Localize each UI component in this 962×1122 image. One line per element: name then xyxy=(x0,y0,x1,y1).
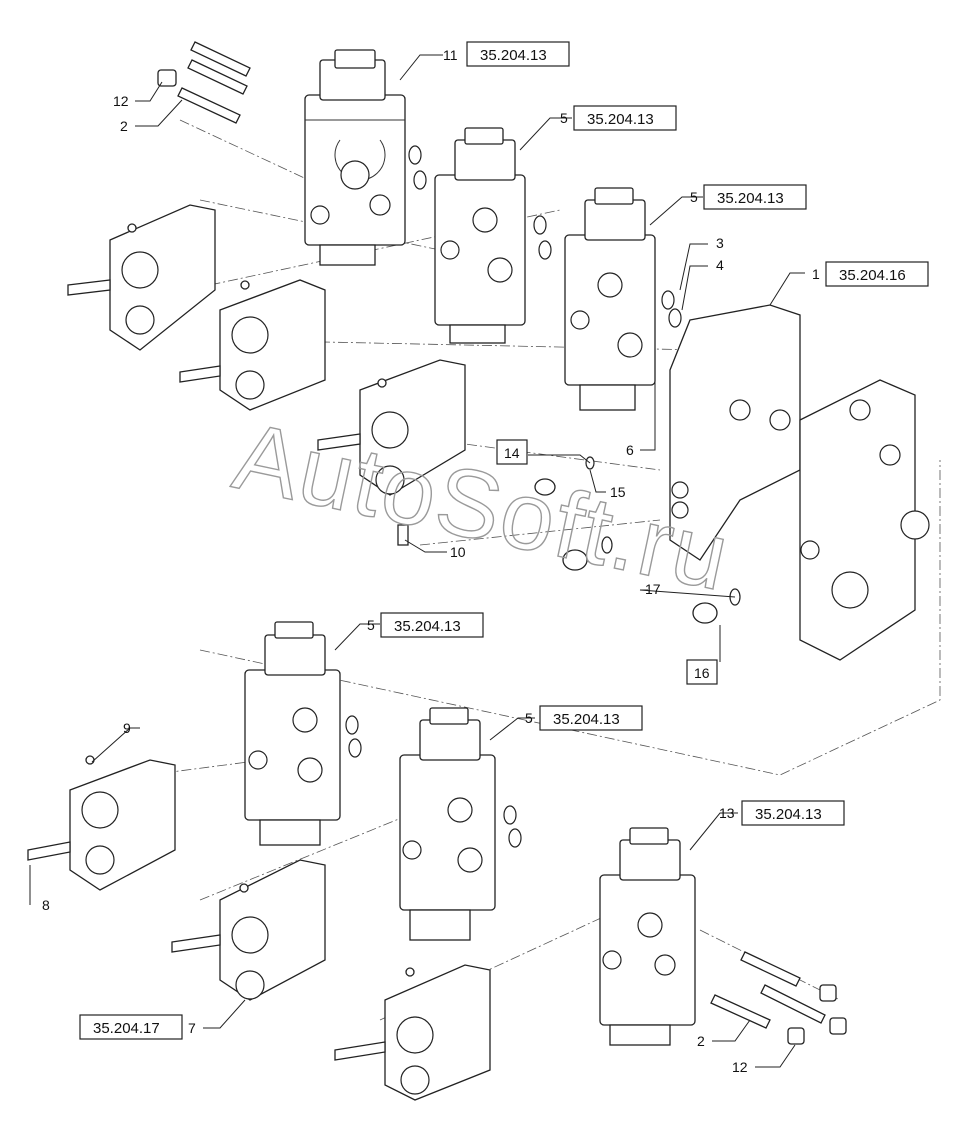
callout-11: 11 35.204.13 xyxy=(443,41,570,67)
callout-1-number: 1 xyxy=(812,266,820,282)
callout-5b: 5 35.204.13 xyxy=(690,184,807,210)
end-cover-lower-middle xyxy=(171,859,326,1001)
end-cover-upper-left xyxy=(67,204,216,351)
callout-5c-number: 5 xyxy=(367,617,375,633)
item-9: 9 xyxy=(123,720,131,736)
callout-13-number: 13 xyxy=(719,805,735,821)
callout-7: 35.204.17 7 xyxy=(79,1014,196,1040)
callout-5a: 5 35.204.13 xyxy=(560,105,677,131)
item-2-top: 2 xyxy=(120,118,128,134)
valve-section-5d xyxy=(399,707,522,941)
callout-5c: 5 35.204.13 xyxy=(367,612,484,638)
tie-rods-top xyxy=(157,41,251,124)
callout-13: 13 35.204.13 xyxy=(719,800,845,826)
callout-11-number: 11 xyxy=(443,47,458,63)
item-16: 16 xyxy=(686,659,718,685)
callout-1: 1 35.204.16 xyxy=(812,261,929,287)
callout-5d: 5 35.204.13 xyxy=(525,705,643,731)
callout-13-ref[interactable]: 35.204.13 xyxy=(755,806,822,823)
item-14-label: 14 xyxy=(504,445,520,461)
inlet-body-1 xyxy=(669,304,930,661)
item-14: 14 xyxy=(496,439,528,465)
valve-section-5a xyxy=(434,127,552,344)
item-8: 8 xyxy=(42,897,50,913)
callout-5a-ref[interactable]: 35.204.13 xyxy=(587,111,654,128)
callout-7-number: 7 xyxy=(188,1020,196,1036)
end-cover-upper-middle xyxy=(179,279,326,411)
callout-5d-ref[interactable]: 35.204.13 xyxy=(553,711,620,728)
callout-11-ref[interactable]: 35.204.13 xyxy=(480,47,547,64)
callout-5a-number: 5 xyxy=(560,110,568,126)
item-10: 10 xyxy=(450,544,466,560)
tie-rods-bottom xyxy=(710,951,847,1045)
watermark: AutoSoft.ru xyxy=(225,402,739,611)
callout-7-ref[interactable]: 35.204.17 xyxy=(93,1020,160,1037)
item-16-label: 16 xyxy=(694,665,710,681)
item-15: 15 xyxy=(610,484,626,500)
leader-lines xyxy=(29,54,805,1068)
item-3: 3 xyxy=(716,235,724,251)
item-12-top: 12 xyxy=(113,93,129,109)
end-cover-lower-left xyxy=(27,755,176,891)
item-2-bottom: 2 xyxy=(697,1033,705,1049)
valve-section-13 xyxy=(599,827,696,1046)
callout-5b-ref[interactable]: 35.204.13 xyxy=(717,190,784,207)
valve-section-11 xyxy=(304,49,427,266)
valve-section-5c xyxy=(244,621,362,846)
callout-5b-number: 5 xyxy=(690,189,698,205)
item-4: 4 xyxy=(716,257,724,273)
item-17: 17 xyxy=(645,581,661,597)
item-6: 6 xyxy=(626,442,634,458)
callout-1-ref[interactable]: 35.204.16 xyxy=(839,267,906,284)
end-cover-lower-center xyxy=(334,964,491,1101)
callout-5d-number: 5 xyxy=(525,710,533,726)
callout-5c-ref[interactable]: 35.204.13 xyxy=(394,618,461,635)
item-12-bottom: 12 xyxy=(732,1059,748,1075)
valve-section-5b xyxy=(564,187,682,411)
end-cover-center xyxy=(317,359,466,496)
